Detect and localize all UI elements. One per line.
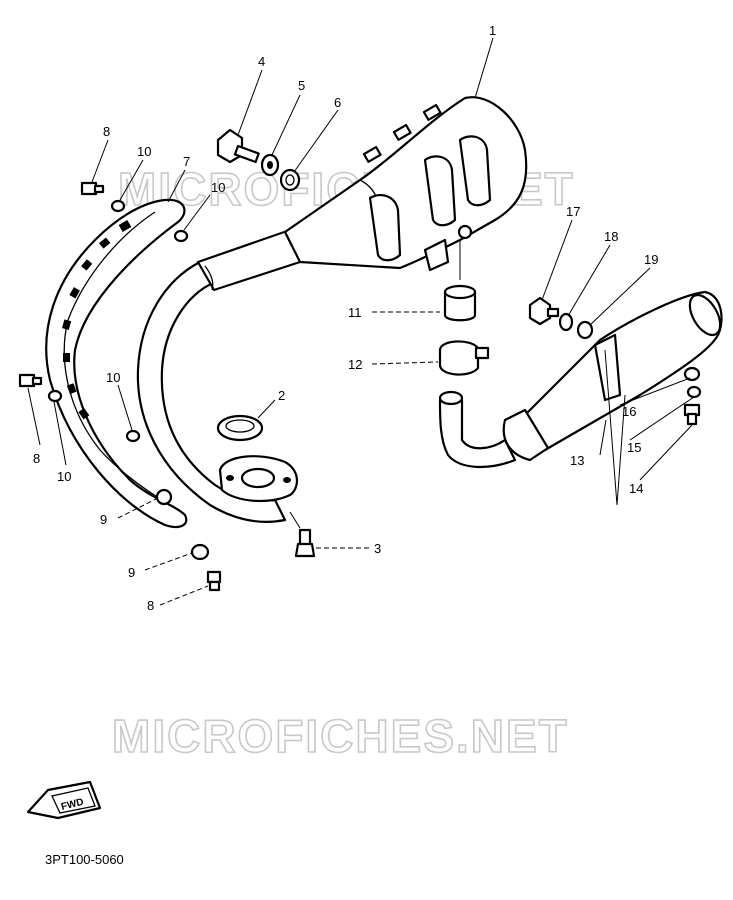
callout-13: 13	[570, 453, 584, 468]
callout-1: 1	[489, 23, 496, 38]
callout-12: 12	[348, 357, 362, 372]
gasket	[216, 414, 264, 442]
callout-3: 3	[374, 541, 381, 556]
washer-18	[558, 312, 574, 332]
screw-8-top	[80, 181, 105, 196]
watermark-bottom: MICROFICHES.NET	[112, 710, 569, 762]
screw-8-bottom	[206, 570, 222, 592]
callout-8-top: 8	[103, 124, 110, 139]
callout-14: 14	[629, 481, 643, 496]
heat-shield-guard	[45, 198, 188, 529]
bolt-14	[683, 403, 701, 426]
callout-9-lower: 9	[128, 565, 135, 580]
exhaust-flange	[218, 455, 298, 503]
callout-10-inner: 10	[106, 370, 120, 385]
callout-2: 2	[278, 388, 285, 403]
washer-10-mid	[173, 229, 189, 243]
callout-labels: 1 2 3 4 5 6 7 8 8 8 9 9 10 10 10 10 11 1…	[33, 23, 658, 613]
fwd-arrow-badge: FWD	[26, 780, 102, 820]
grommet-11	[443, 284, 477, 322]
clamp-12	[438, 340, 490, 376]
callout-8-left: 8	[33, 451, 40, 466]
bolt-4	[216, 128, 260, 164]
callout-16: 16	[622, 404, 636, 419]
washer-5	[260, 153, 280, 177]
fwd-label: FWD	[60, 797, 85, 813]
leader-lines	[27, 37, 695, 606]
callout-9-upper: 9	[100, 512, 107, 527]
washer-19	[576, 320, 594, 340]
silencer	[438, 290, 723, 469]
callout-8-bottom: 8	[147, 598, 154, 613]
washer-10-inner	[125, 429, 141, 443]
callout-7: 7	[183, 154, 190, 169]
callout-10-mid: 10	[211, 180, 225, 195]
callout-10-left: 10	[57, 469, 71, 484]
nut-9	[190, 543, 210, 561]
flange-bolt	[294, 528, 316, 558]
callout-18: 18	[604, 229, 618, 244]
washer-15	[686, 385, 702, 399]
washer-10-left	[47, 389, 63, 403]
callout-5: 5	[298, 78, 305, 93]
callout-6: 6	[334, 95, 341, 110]
main-muffler	[283, 96, 528, 272]
callout-11: 11	[348, 305, 362, 320]
callout-10-top: 10	[137, 144, 151, 159]
nut-16	[683, 366, 701, 382]
callout-15: 15	[627, 440, 641, 455]
callout-17: 17	[566, 204, 580, 219]
callout-19: 19	[644, 252, 658, 267]
callout-4: 4	[258, 54, 265, 69]
bolt-17	[528, 296, 560, 326]
screw-8-left	[18, 373, 43, 388]
washer-10-top	[110, 199, 126, 213]
washer-6	[279, 168, 301, 192]
diagram-code: 3PT100-5060	[45, 852, 124, 867]
